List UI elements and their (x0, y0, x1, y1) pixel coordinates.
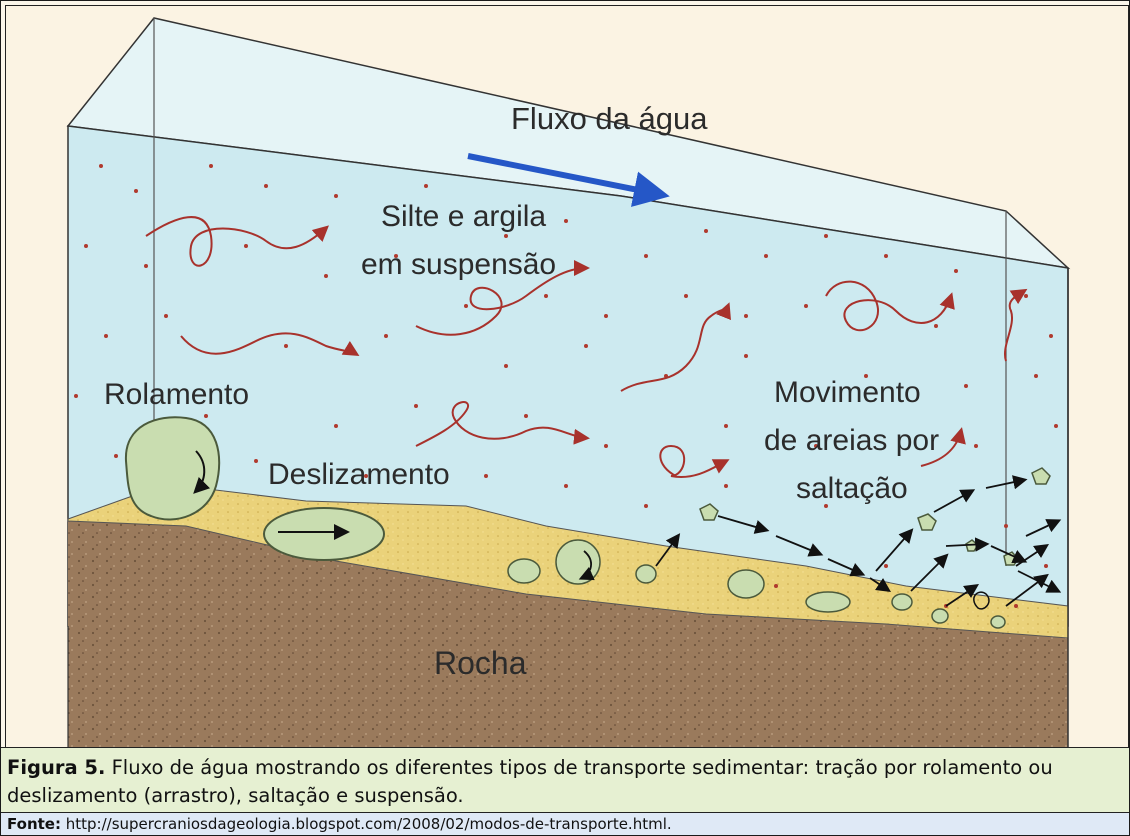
rock-layer (68, 521, 1068, 747)
source-url[interactable]: http://supercraniosdageologia.blogspot.c… (60, 815, 672, 833)
source-line: Fonte: http://supercraniosdageologia.blo… (1, 813, 1129, 835)
saltation-label-line1: Movimento (774, 376, 921, 409)
rock-label: Rocha (434, 645, 527, 681)
sliding-label: Deslizamento (268, 458, 450, 491)
saltation-label-line2: de areias por (764, 424, 939, 457)
source-label: Fonte: (7, 815, 61, 833)
water-flow-arrow (467, 153, 670, 207)
bed-pebbles (507, 539, 1006, 629)
saltation-arrows (655, 475, 1062, 607)
figure-label: Figura 5. (7, 756, 106, 779)
figure-caption: Figura 5. Fluxo de água mostrando os dif… (1, 747, 1129, 813)
suspension-trajectories (145, 216, 1028, 478)
saltating-grains (699, 467, 1051, 566)
caption-text: Fluxo de água mostrando os diferentes ti… (7, 756, 1053, 807)
rolling-boulder (124, 416, 221, 521)
title-flow-label: Fluxo da água (511, 101, 708, 136)
sediment-diagram: Fluxo da água Silte e argila em suspensã… (6, 6, 1128, 747)
sediment-transport-figure: Fluxo da água Silte e argila em suspensã… (5, 5, 1129, 748)
suspension-label-line1: Silte e argila (381, 200, 546, 233)
suspension-label-line2: em suspensão (361, 248, 556, 281)
saltation-label-line3: saltação (796, 472, 908, 505)
rolling-label: Rolamento (104, 378, 249, 411)
sliding-pebble (263, 507, 385, 561)
